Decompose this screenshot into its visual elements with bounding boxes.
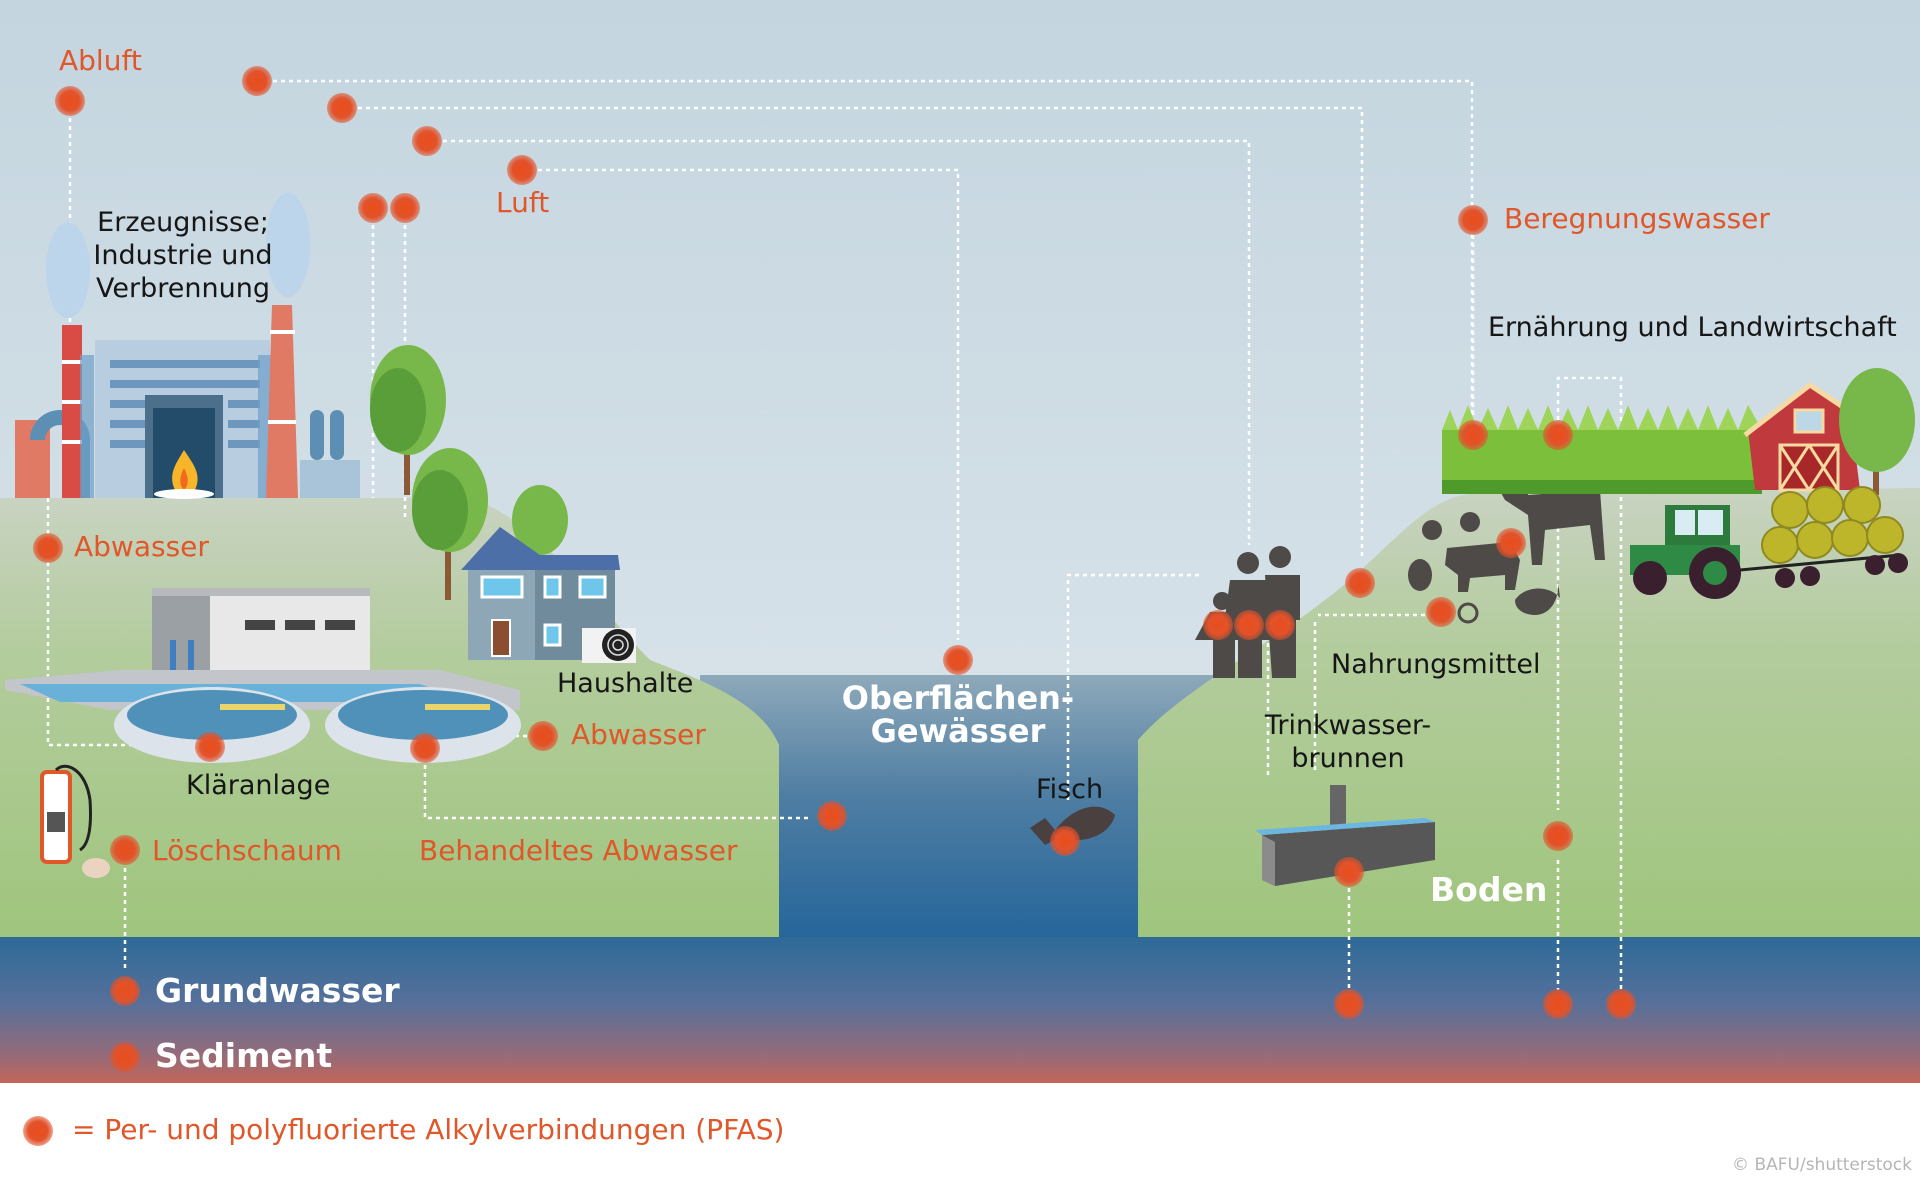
pfas-dot-emission-2 — [390, 193, 420, 223]
pfas-dot-emission-1 — [358, 193, 388, 223]
label-industry-line1: Erzeugnisse; — [97, 207, 269, 238]
well-trough-icon — [1255, 785, 1435, 886]
label-nahrungsmittel: Nahrungsmittel — [1331, 649, 1541, 680]
tree-icon — [370, 345, 568, 600]
label-fisch: Fisch — [1036, 774, 1104, 805]
pfas-dot-slope — [1345, 568, 1375, 598]
legend-pfas-dot — [23, 1116, 53, 1146]
pfas-dot-family-2 — [1234, 610, 1264, 640]
pfas-dot-abwasser-industry — [33, 533, 63, 563]
label-oberflaechengewaesser: Oberflächen- Gewässer — [842, 682, 1074, 748]
surface-water — [700, 675, 1220, 940]
label-oberflaechen-line1: Oberflächen- — [841, 679, 1075, 717]
cow-icon — [1495, 480, 1605, 565]
pfas-dot-field-2 — [1543, 420, 1573, 450]
barn-icon — [1743, 381, 1860, 492]
label-trinkwasser-line2: brunnen — [1291, 743, 1405, 774]
fire-extinguisher-icon — [40, 764, 110, 878]
pfas-dot-loeschschaum — [110, 835, 140, 865]
pfas-dot-groundwater-3 — [1606, 989, 1636, 1019]
label-abwasser-households: Abwasser — [571, 718, 706, 751]
pfas-dot-beregnungswasser — [1458, 205, 1488, 235]
heat-pump-icon — [582, 628, 636, 663]
label-behandeltes-abwasser: Behandeltes Abwasser — [419, 834, 738, 867]
pfas-dot-luft — [507, 155, 537, 185]
pfas-dot-soil — [1543, 821, 1573, 851]
label-trinkwasserbrunnen: Trinkwasser- brunnen — [1265, 709, 1431, 775]
label-sediment: Sediment — [155, 1036, 333, 1075]
cornfield-icon — [1442, 405, 1762, 494]
factory-icon — [15, 193, 360, 499]
pfas-dot-grundwasser — [110, 976, 140, 1006]
label-haushalte: Haushalte — [557, 668, 694, 699]
pfas-dot-fish — [1050, 826, 1080, 856]
pfas-dot-groundwater-2 — [1543, 989, 1573, 1019]
label-boden: Boden — [1430, 870, 1548, 909]
pfas-dot-surface-inflow — [817, 801, 847, 831]
label-trinkwasser-line1: Trinkwasser- — [1264, 710, 1432, 741]
hay-bales-icon — [1761, 486, 1904, 564]
pfas-dot-well — [1334, 857, 1364, 887]
pfas-dot-family-1 — [1203, 610, 1233, 640]
tractor-icon — [1630, 505, 1908, 599]
label-industry-line2: Industrie und — [93, 240, 273, 271]
pfas-dot-groundwater-1 — [1334, 989, 1364, 1019]
fruit-vegetable-icon — [1408, 512, 1480, 624]
pfas-dot-livestock — [1496, 528, 1526, 558]
pfas-dot-surface — [943, 645, 973, 675]
copyright: © BAFU/shutterstock — [1732, 1155, 1912, 1175]
pfas-dot-air-2 — [327, 93, 357, 123]
label-ernaehrung: Ernährung und Landwirtschaft — [1488, 312, 1897, 343]
connector-lines — [46, 79, 1623, 990]
label-beregnungswasser: Beregnungswasser — [1504, 202, 1770, 235]
pfas-dot-abluft — [55, 86, 85, 116]
pfas-dot-klaeranlage-1 — [195, 732, 225, 762]
label-industry: Erzeugnisse; Industrie und Verbrennung — [93, 206, 272, 305]
legend-text: = Per- und polyfluorierte Alkylverbindun… — [72, 1113, 785, 1146]
pfas-dot-field-1 — [1458, 420, 1488, 450]
tree-icon — [1839, 368, 1915, 495]
pfas-dot-abwasser-households — [528, 721, 558, 751]
pfas-dot-air-3 — [412, 126, 442, 156]
label-luft: Luft — [496, 186, 550, 219]
pfas-dot-sediment — [110, 1042, 140, 1072]
label-industry-line3: Verbrennung — [96, 273, 270, 304]
pfas-dot-family-3 — [1265, 610, 1295, 640]
label-loeschschaum: Löschschaum — [152, 834, 342, 867]
treatment-plant-icon — [5, 588, 521, 763]
pfas-dot-air-1 — [242, 66, 272, 96]
pfas-dot-food — [1426, 597, 1456, 627]
chicken-icon — [1515, 580, 1560, 615]
groundwater-band — [0, 937, 1920, 1083]
label-klaeranlage: Kläranlage — [186, 770, 331, 801]
label-oberflaechen-line2: Gewässer — [870, 712, 1046, 750]
label-abluft: Abluft — [59, 44, 142, 77]
pfas-dot-klaeranlage-2 — [410, 733, 440, 763]
label-abwasser-industry: Abwasser — [74, 530, 209, 563]
label-grundwasser: Grundwasser — [155, 971, 400, 1010]
